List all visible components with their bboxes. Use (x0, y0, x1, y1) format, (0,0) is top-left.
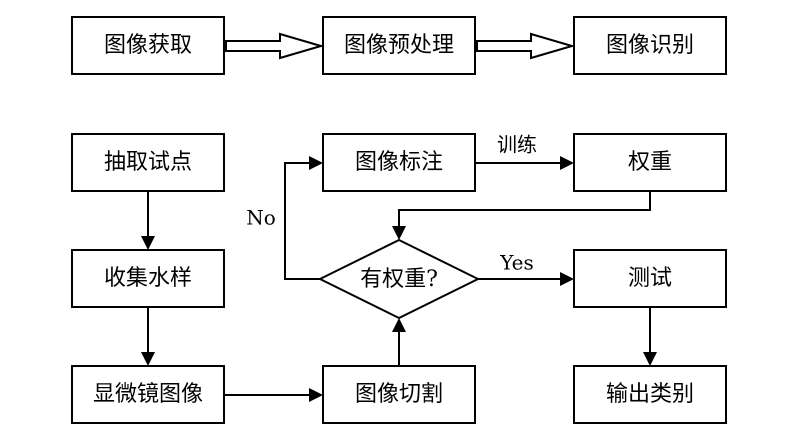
arrow-test-to-output (643, 307, 657, 366)
arrow-crop-to-decision (392, 318, 406, 366)
node-extract-points-label: 抽取试点 (104, 150, 192, 175)
node-extract-points: 抽取试点 (71, 133, 225, 192)
node-test: 测试 (573, 249, 727, 308)
hollow-arrow-preprocess-to-recognize (476, 32, 576, 60)
node-image-crop: 图像切割 (322, 365, 476, 424)
node-image-recognize: 图像识别 (573, 16, 727, 75)
node-has-weights-decision: 有权重? (317, 238, 481, 320)
arrow-collect-to-microscope (141, 307, 155, 366)
arrow-decision-no-to-annotate (284, 156, 323, 280)
node-image-annotate-label: 图像标注 (355, 150, 443, 175)
arrow-weights-to-decision (392, 191, 651, 240)
node-image-acquire-label: 图像获取 (104, 33, 192, 58)
edge-label-train: 训练 (497, 133, 537, 157)
node-test-label: 测试 (628, 266, 672, 291)
node-image-preprocess-label: 图像预处理 (344, 33, 454, 58)
node-microscope-image-label: 显微镜图像 (93, 382, 203, 407)
edge-label-no: No (246, 206, 276, 230)
arrow-annotate-train-to-weights (475, 156, 574, 170)
node-output-class: 输出类别 (573, 365, 727, 424)
node-weights: 权重 (573, 133, 727, 192)
node-has-weights-label: 有权重? (360, 267, 438, 292)
arrow-decision-yes-to-test (478, 272, 574, 286)
node-image-acquire: 图像获取 (71, 16, 225, 75)
node-weights-label: 权重 (628, 150, 672, 175)
node-image-recognize-label: 图像识别 (606, 33, 694, 58)
node-image-crop-label: 图像切割 (355, 382, 443, 407)
node-output-class-label: 输出类别 (606, 382, 694, 407)
edge-label-yes: Yes (499, 251, 534, 275)
arrow-extract-to-collect (141, 191, 155, 250)
hollow-arrow-acquire-to-preprocess (225, 32, 325, 60)
node-collect-water-label: 收集水样 (104, 266, 192, 291)
node-image-annotate: 图像标注 (322, 133, 476, 192)
node-collect-water: 收集水样 (71, 249, 225, 308)
arrow-microscope-to-crop (224, 388, 323, 402)
node-image-preprocess: 图像预处理 (322, 16, 476, 75)
node-microscope-image: 显微镜图像 (71, 365, 225, 424)
